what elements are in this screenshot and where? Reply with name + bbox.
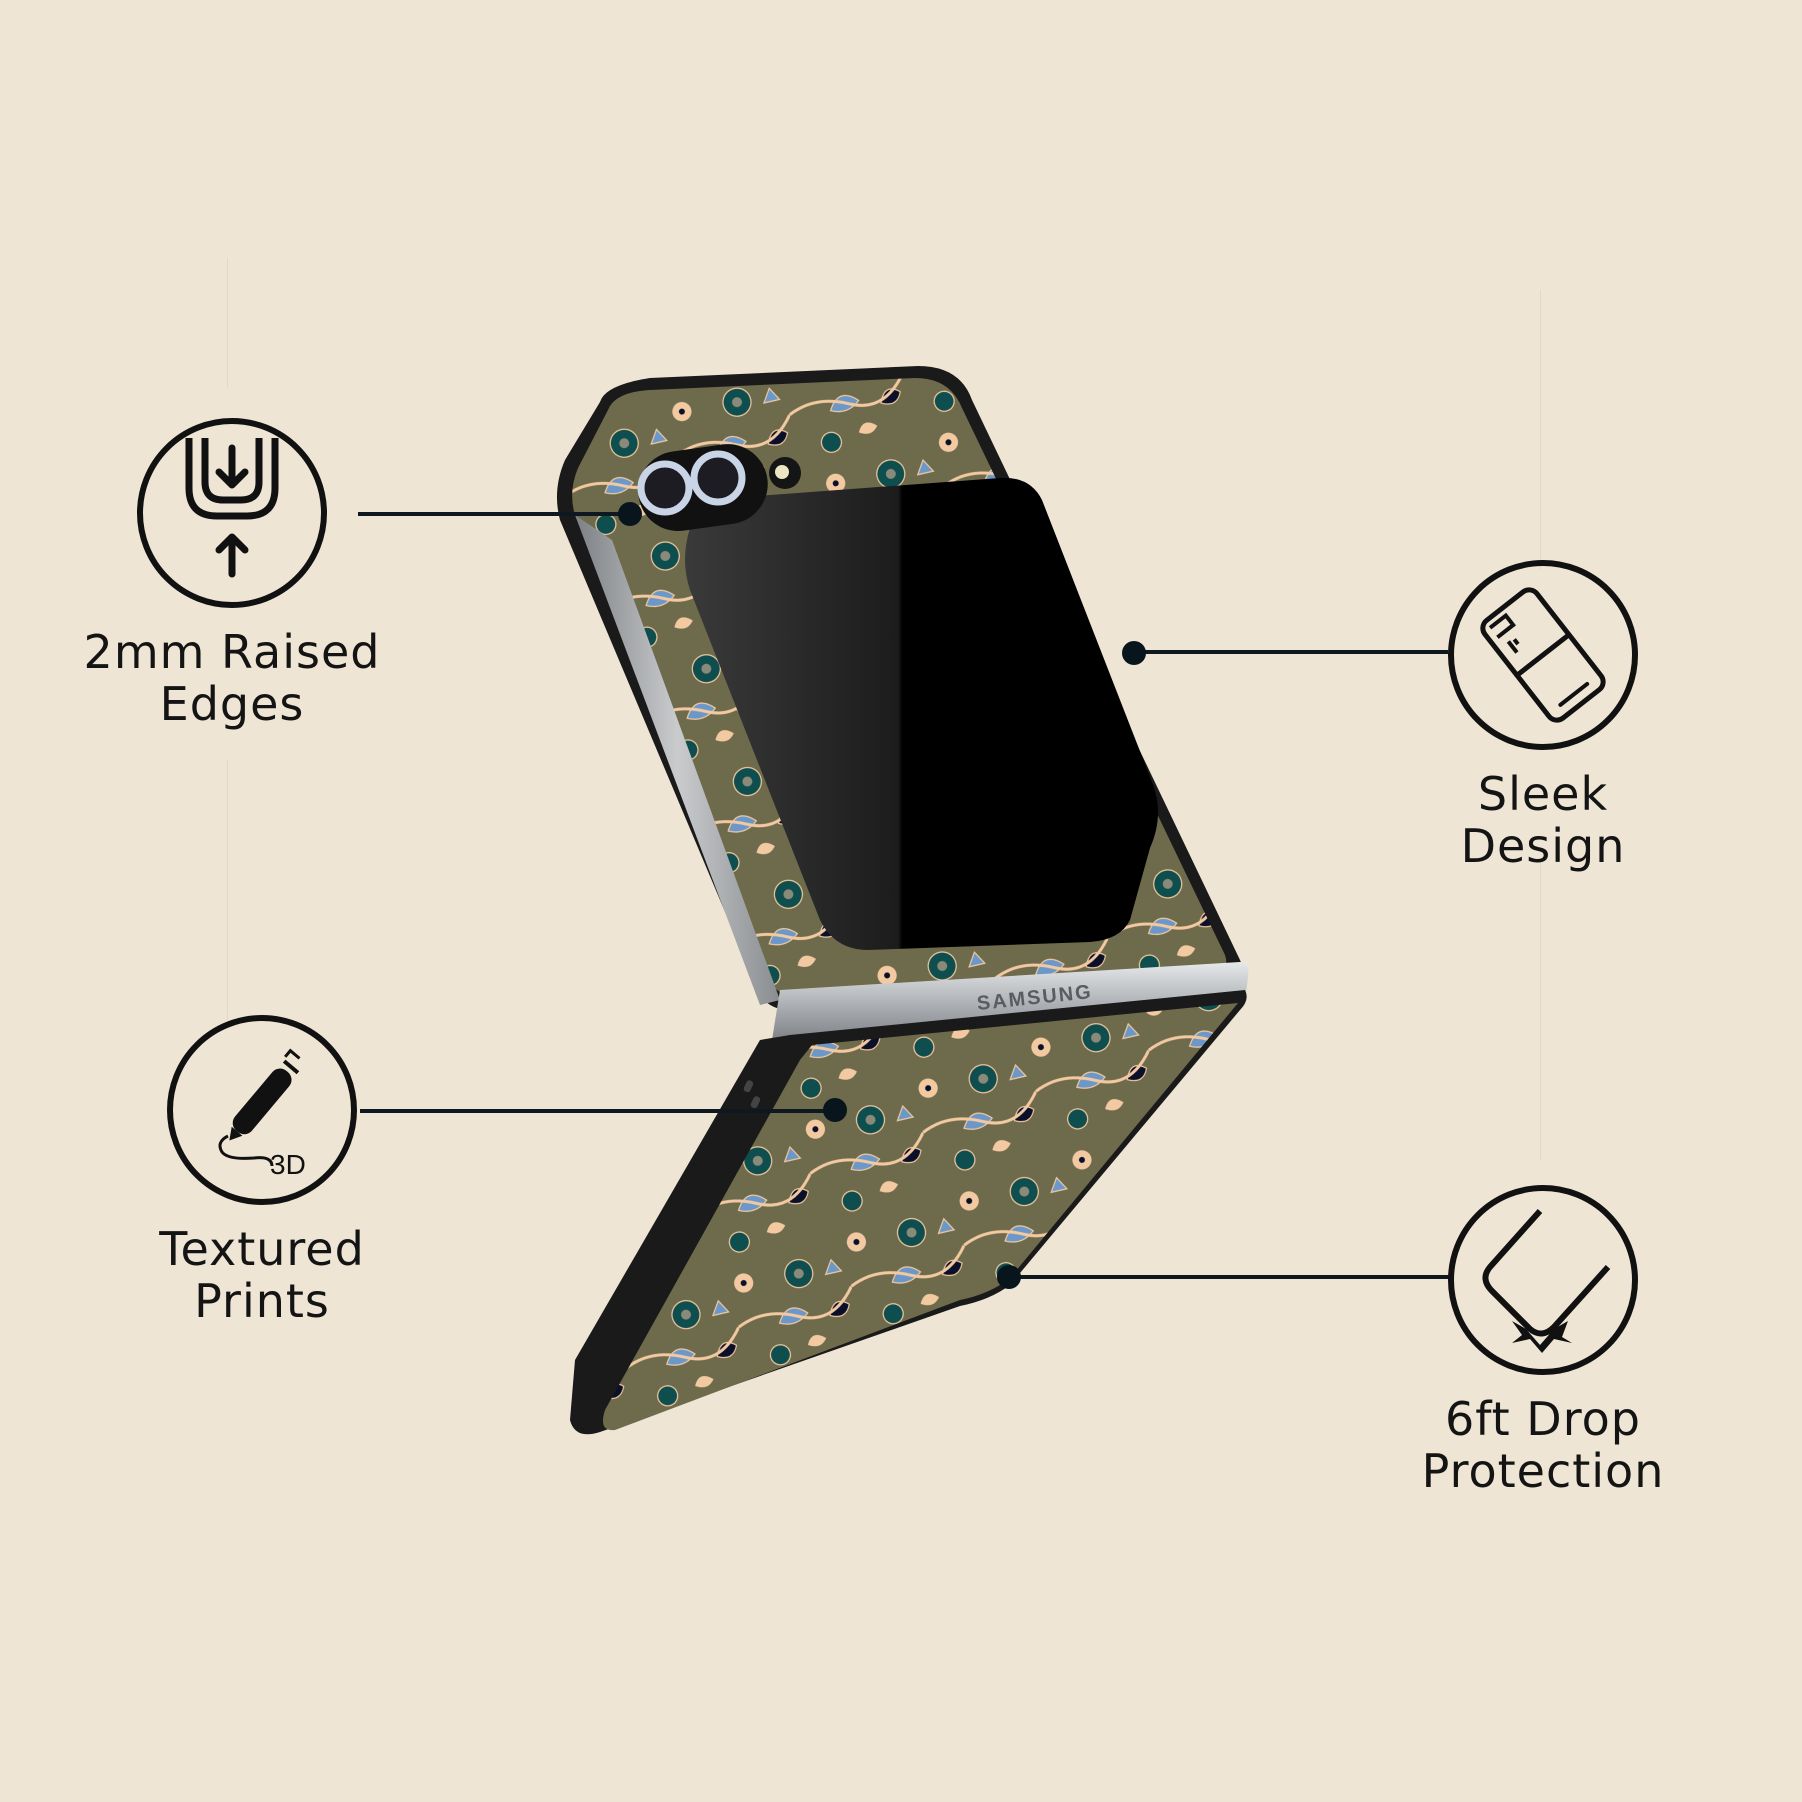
feature-title-line2: Design xyxy=(1460,819,1626,873)
connector-sleek-design xyxy=(1135,650,1448,654)
guide-line xyxy=(1540,860,1541,1160)
feature-title-line2: Protection xyxy=(1421,1444,1665,1498)
guide-line xyxy=(1540,290,1541,570)
feature-drop-protection: 6ft Drop Protection xyxy=(1422,1185,1663,1497)
pointer-dot-sleek-design xyxy=(1122,641,1146,665)
feature-badge xyxy=(1448,1185,1638,1375)
3d-label: 3D xyxy=(270,1149,306,1180)
guide-line xyxy=(227,258,228,388)
feature-label: 6ft Drop Protection xyxy=(1422,1393,1665,1497)
feature-title-line1: 2mm Raised xyxy=(83,625,381,679)
feature-title-line2: Prints xyxy=(194,1274,330,1328)
pointer-dot-drop-protection xyxy=(997,1265,1021,1289)
drop-impact-icon xyxy=(1482,1209,1611,1353)
connector-raised-edges xyxy=(358,512,630,516)
feature-badge xyxy=(137,418,327,608)
feature-badge xyxy=(1448,560,1638,750)
raised-edges-icon xyxy=(185,438,279,578)
feature-title-line1: Sleek xyxy=(1477,767,1609,821)
upper-half xyxy=(556,366,1243,1010)
feature-label: Textured Prints xyxy=(159,1223,365,1327)
feature-textured-prints: 3D Textured Prints xyxy=(159,1015,364,1327)
feature-label: 2mm Raised Edges xyxy=(84,626,381,730)
feature-title-line1: 6ft Drop xyxy=(1445,1392,1641,1446)
connector-textured-prints xyxy=(360,1109,830,1113)
feature-badge: 3D xyxy=(167,1015,357,1205)
flip-phone-icon xyxy=(1480,587,1606,723)
pointer-dot-textured-prints xyxy=(823,1098,847,1122)
feature-title-line1: Textured xyxy=(159,1222,365,1276)
feature-sleek-design: Sleek Design xyxy=(1443,560,1643,872)
feature-title-line2: Edges xyxy=(159,677,305,731)
3d-pen-icon: 3D xyxy=(218,1048,306,1180)
lower-half xyxy=(570,990,1247,1435)
guide-line xyxy=(227,760,228,1020)
feature-raised-edges: 2mm Raised Edges xyxy=(84,418,379,730)
connector-drop-protection xyxy=(1010,1275,1450,1279)
pointer-dot-raised-edges xyxy=(618,502,642,526)
feature-label: Sleek Design xyxy=(1461,768,1626,872)
